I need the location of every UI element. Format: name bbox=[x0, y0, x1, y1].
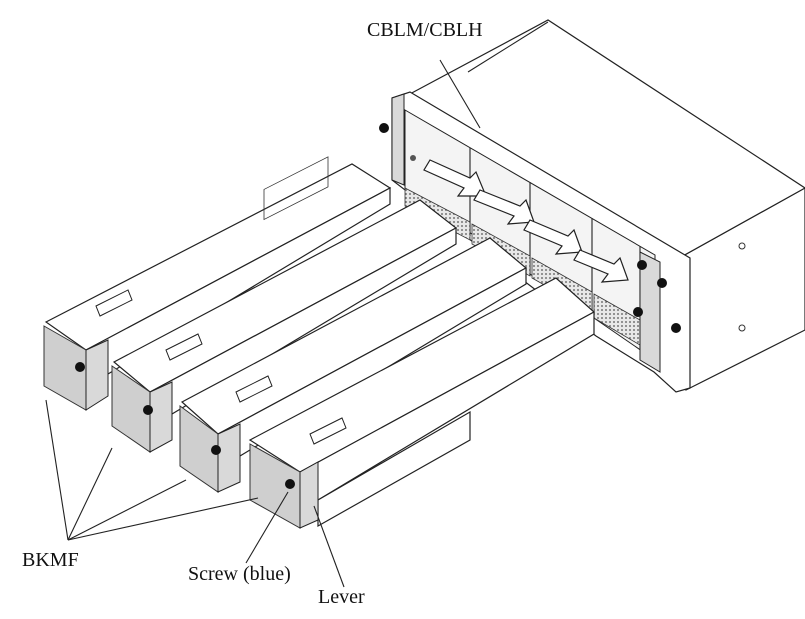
screw-leader bbox=[245, 491, 289, 564]
module-leader-4 bbox=[67, 497, 259, 541]
module-4 bbox=[248, 277, 596, 529]
module-1 bbox=[43, 156, 392, 411]
screw-label: Screw (blue) bbox=[188, 563, 291, 585]
chassis-leader-top bbox=[467, 21, 549, 73]
leader-lines bbox=[45, 21, 549, 588]
module-label: BKMF bbox=[22, 549, 79, 571]
module-leader-2 bbox=[67, 447, 113, 541]
lever-leader bbox=[313, 505, 345, 588]
module-leader-1 bbox=[45, 399, 69, 541]
chassis bbox=[379, 19, 805, 393]
module-leader-3 bbox=[67, 479, 187, 541]
chassis-label: CBLM/CBLH bbox=[367, 19, 483, 41]
module-2 bbox=[111, 199, 458, 453]
chassis-leader bbox=[439, 59, 481, 129]
module-3 bbox=[179, 237, 528, 493]
lever-label: Lever bbox=[318, 586, 365, 608]
